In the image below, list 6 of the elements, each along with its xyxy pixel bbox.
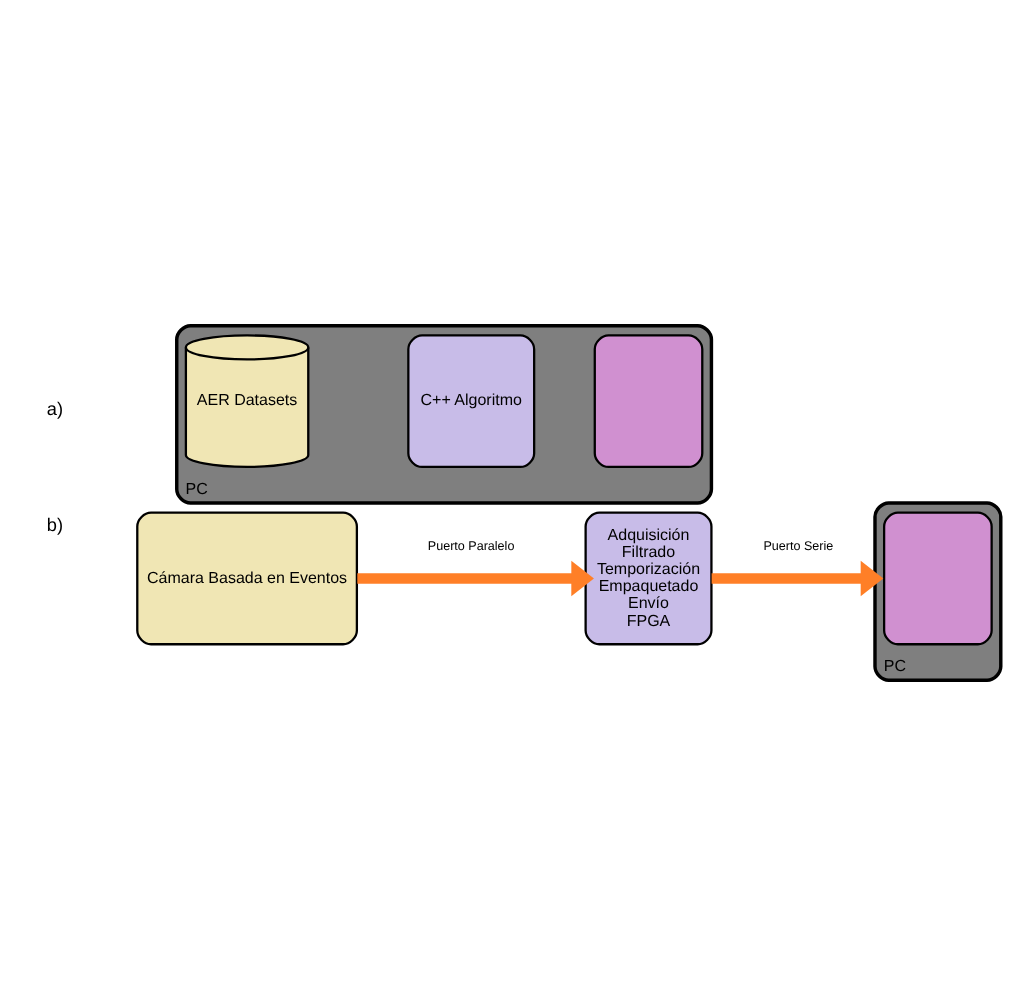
node-box xyxy=(882,511,992,646)
arrow xyxy=(356,560,593,597)
label: a) xyxy=(45,398,63,419)
arrow xyxy=(710,560,883,597)
label: b) xyxy=(45,515,63,536)
node-box xyxy=(592,334,703,469)
